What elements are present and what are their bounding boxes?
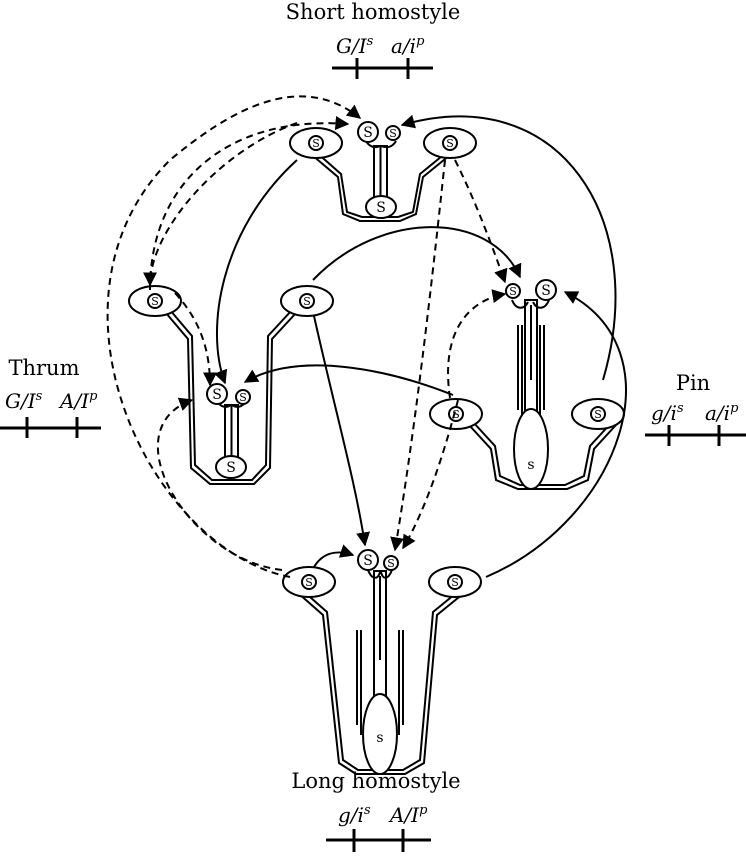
pin-anther-left-label: S [452,408,460,421]
solid-arrow-long-self [313,544,355,568]
dashed-arrow-short-to-long [390,159,446,552]
pin-stigma-label: S [509,285,517,298]
dashed-arrow-long-to-short-outer [106,95,362,578]
pin-group: Pin g/is a/ip S S [429,279,746,490]
dashed-arrow-pin-anther-to-stigma [447,289,507,399]
long-homostyle-chromosome [326,829,431,852]
thrum-title: Thrum [8,356,79,380]
short-homostyle-chromosome [332,58,433,79]
thrum-flower: S S S S S [128,285,334,485]
short-homostyle-allele-1: G/Is [336,34,374,58]
pin-allele-1: g/is [651,401,684,425]
long-homostyle-ovary-label: s [376,730,383,746]
solid-pollen-flows [214,114,627,578]
short-homostyle-title: Short homostyle [286,0,461,24]
short-homostyle-anther-left-label: S [312,137,320,150]
thrum-stigma-label-2: S [239,391,247,404]
thrum-chromosome [0,417,101,438]
long-homostyle-allele-2: A/Ip [388,803,428,827]
short-homostyle-flower: S S S S S [289,121,477,222]
thrum-stigma-label: S [212,387,222,403]
dashed-arrow-thrum-anther-to-stigma [174,292,217,387]
short-homostyle-allele-2: a/ip [391,34,425,58]
long-homostyle-title: Long homostyle [291,769,460,793]
thrum-anther-left-label: S [151,295,159,308]
long-homostyle-allele-1: g/is [338,803,371,827]
dashed-pollen-flows [106,95,508,578]
pin-stigma-label-2: S [541,283,551,299]
solid-arrow-pin-to-short [400,114,617,381]
thrum-allele-1: G/Is [5,389,43,413]
pin-chromosome [645,425,746,446]
dashed-arrow-short-left-down [143,122,298,287]
solid-arrow-thrum-to-pin [312,226,522,281]
dashed-arrow-pin-to-long [402,399,459,550]
dashed-arrow-long-to-thrum [157,397,283,571]
short-homostyle-stigma-label: S [363,125,373,141]
long-homostyle-anther-right-label: S [451,576,459,589]
thrum-ovary-label: S [226,460,236,476]
solid-arrow-long-to-pin [485,291,627,578]
long-homostyle-anther-left-label: S [305,576,313,589]
pin-allele-2: a/ip [705,401,739,425]
short-homostyle-anther-right-label: S [446,137,454,150]
dashed-arrow-thrum-to-short [149,116,350,291]
pin-anther-right-label: S [594,408,602,421]
dashed-arrow-short-to-pin [454,159,508,284]
thrum-allele-2: A/Ip [58,389,98,413]
solid-arrow-thrum-to-long [313,315,371,547]
solid-arrow-pin-to-thrum [243,364,454,396]
solid-arrow-short-to-thrum [214,159,298,385]
long-homostyle-flower: S S S S s [282,549,482,775]
short-homostyle-stigma-label-2: S [389,127,397,140]
pin-ovary-label: s [527,457,534,473]
pin-title: Pin [676,371,710,395]
long-homostyle-group: S S S S s Long homostyle g/is A/Ip [282,549,482,852]
thrum-anther-right-label: S [303,295,311,308]
long-homostyle-stigma-label: S [363,553,373,569]
pin-flower: S S S S s [429,279,625,490]
short-homostyle-group: Short homostyle G/Is a/ip S [286,0,477,222]
thrum-group: Thrum G/Is A/Ip S S S S S [0,285,334,485]
long-homostyle-stigma-label-2: S [387,557,395,570]
short-homostyle-ovary-label: S [376,200,386,216]
